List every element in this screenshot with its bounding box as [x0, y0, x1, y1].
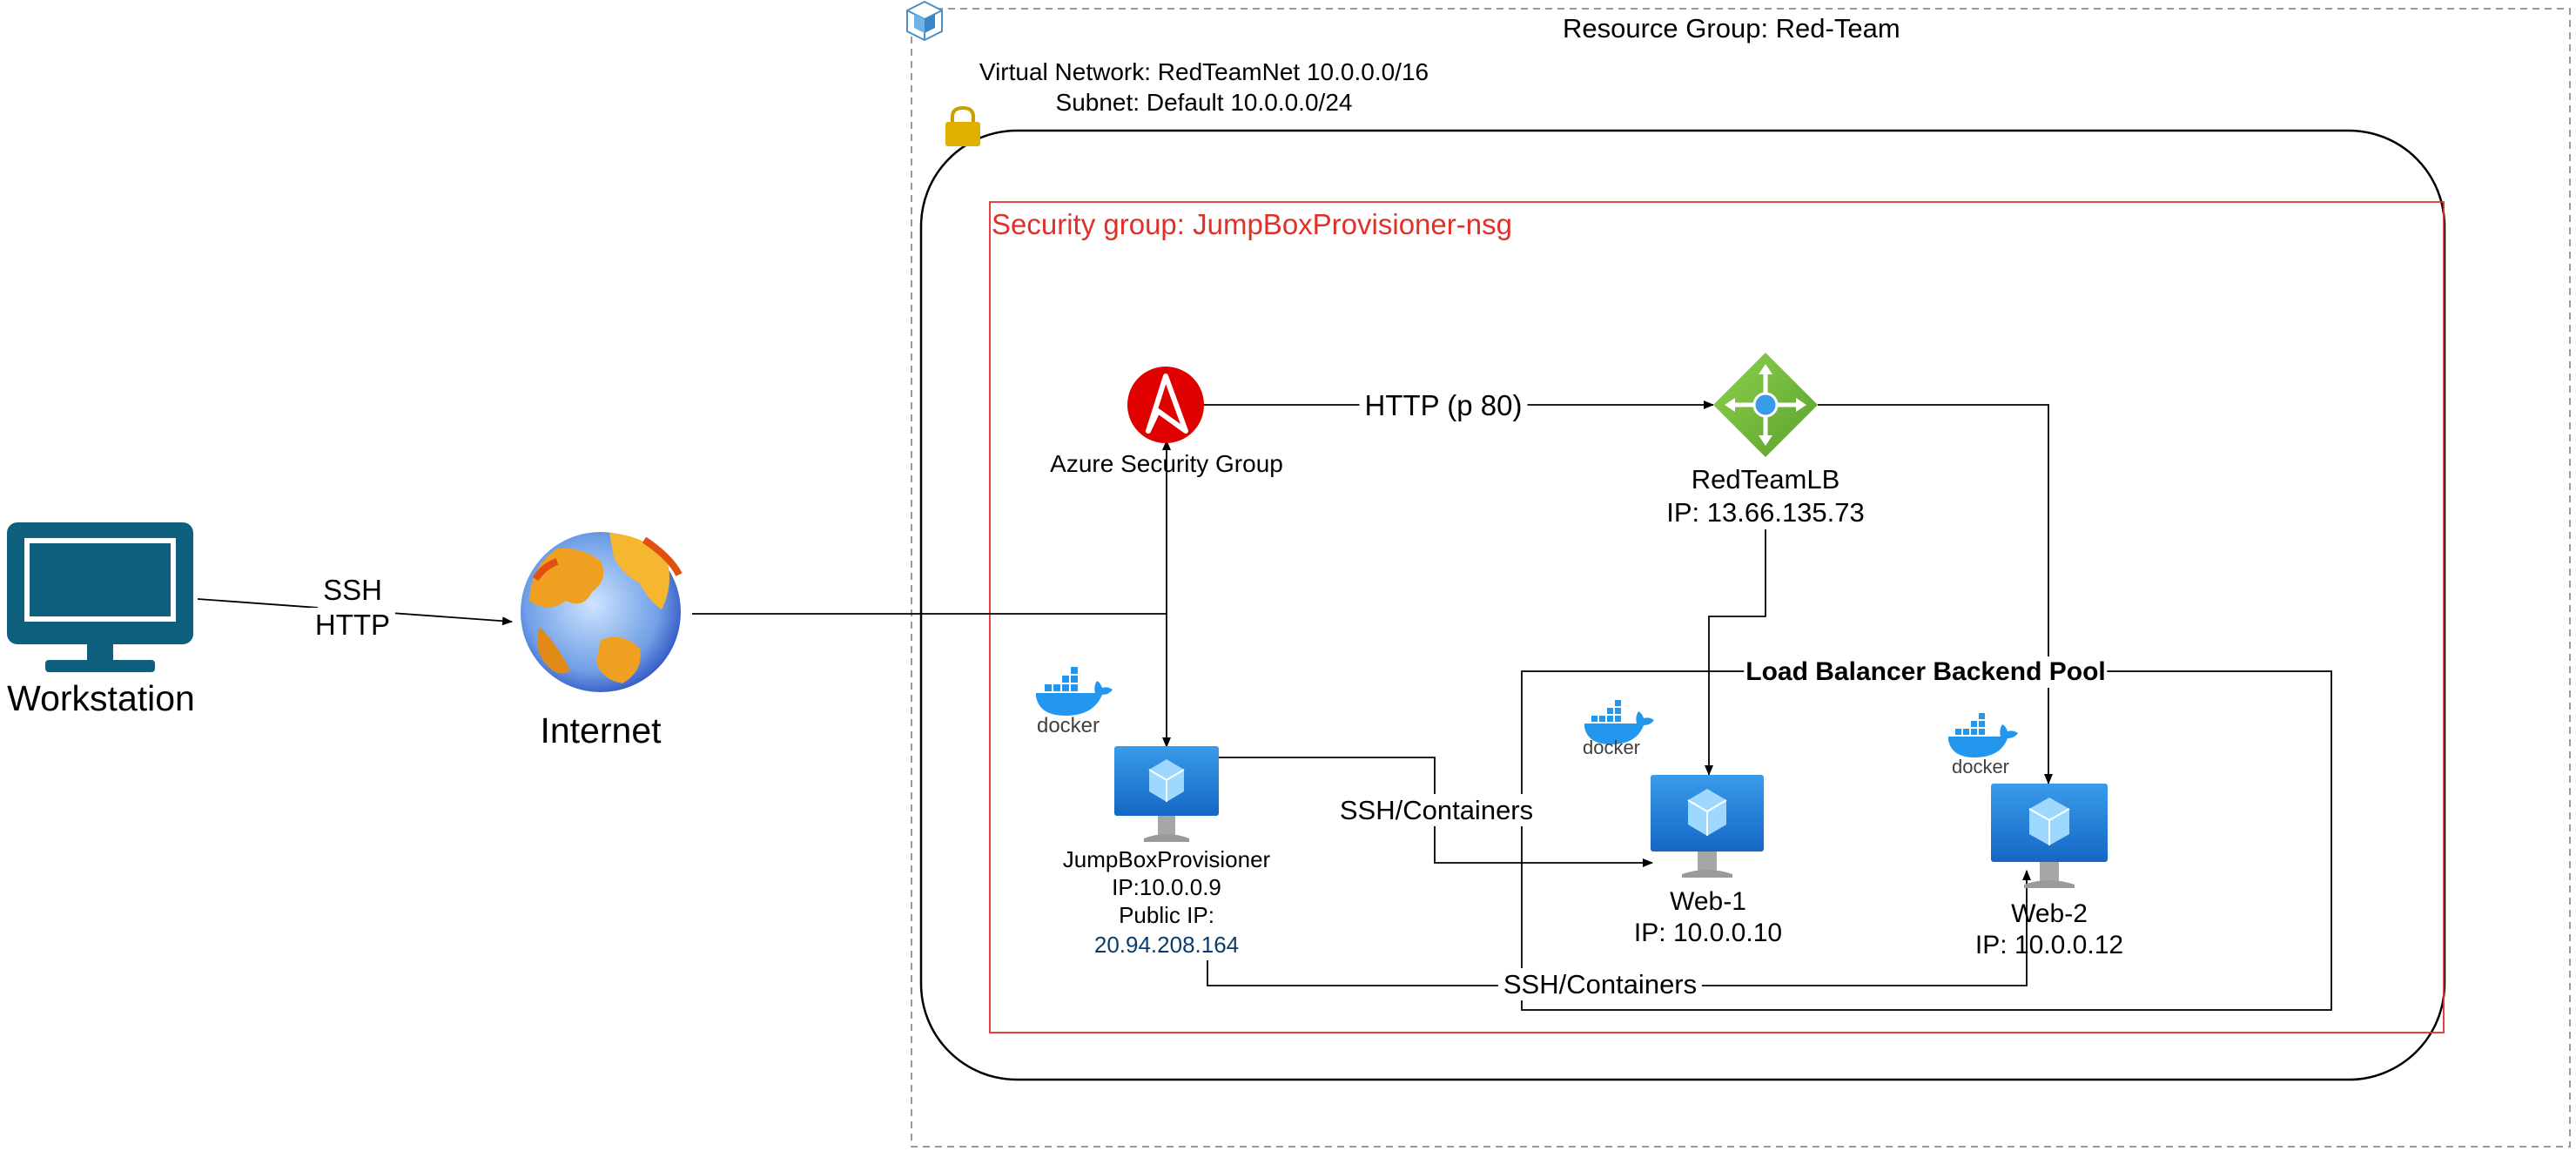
docker-label: docker — [1036, 714, 1100, 737]
web2-ip-label: IP: 10.0.0.12 — [1974, 931, 2124, 959]
web1-ip-label: IP: 10.0.0.10 — [1633, 919, 1783, 947]
lb-web1-connector — [1705, 529, 1766, 776]
internet-globe-icon — [521, 532, 683, 692]
workstation-label: Workstation — [7, 678, 195, 718]
jumpbox-public-ip-value: 20.94.208.164 — [1093, 932, 1240, 958]
web1-vm-icon — [1651, 775, 1764, 878]
security-group-boundary — [989, 201, 2445, 1033]
backend-pool-label: Load Balancer Backend Pool — [1744, 656, 2108, 688]
http-port-label: HTTP (p 80) — [1359, 388, 1528, 423]
resource-group-boundary — [911, 8, 2571, 1148]
ssh-containers-label-lower: SSH/Containers — [1497, 968, 1703, 1001]
lb-name-label: RedTeamLB — [1691, 464, 1840, 495]
http-link-label: HTTP — [309, 608, 396, 643]
docker-whale-icon — [1036, 667, 1113, 716]
jumpbox-name-label: JumpBoxProvisioner — [1062, 846, 1271, 872]
workstation-monitor-icon — [7, 522, 193, 672]
web2-name-label: Web-2 — [2011, 899, 2088, 928]
web1-name-label: Web-1 — [1670, 887, 1746, 916]
security-group-label: Security group: JumpBoxProvisioner-nsg — [992, 208, 1512, 240]
ssh-link-label: SSH — [318, 573, 387, 608]
ansible-icon — [1127, 367, 1204, 443]
docker-whale-icon — [1584, 700, 1654, 744]
jumpbox-ip-label: IP:10.0.0.9 — [1112, 874, 1221, 900]
lock-icon — [945, 105, 980, 146]
jumpbox-vm-icon — [1114, 746, 1219, 842]
docker-label: docker — [1582, 737, 1641, 758]
docker-whale-icon — [1948, 713, 2018, 757]
lb-ip-label: IP: 13.66.135.73 — [1666, 497, 1865, 528]
ansible-label: Azure Security Group — [1050, 450, 1283, 477]
docker-label: docker — [1951, 756, 2010, 777]
lb-web2-connector — [1818, 404, 2053, 784]
vnet-label: Virtual Network: RedTeamNet 10.0.0.0/16 — [979, 58, 1429, 85]
jumpbox-public-ip-label: Public IP: — [1119, 902, 1214, 928]
web2-vm-icon — [1991, 784, 2108, 888]
vnet-boundary — [919, 129, 2446, 1081]
resource-group-label: Resource Group: Red-Team — [1563, 13, 1900, 44]
internet-label: Internet — [540, 710, 662, 751]
subnet-label: Subnet: Default 10.0.0.0/24 — [1055, 89, 1353, 116]
load-balancer-icon — [1713, 353, 1818, 457]
ssh-containers-label-upper: SSH/Containers — [1334, 794, 1539, 827]
resource-group-icon — [906, 0, 943, 42]
